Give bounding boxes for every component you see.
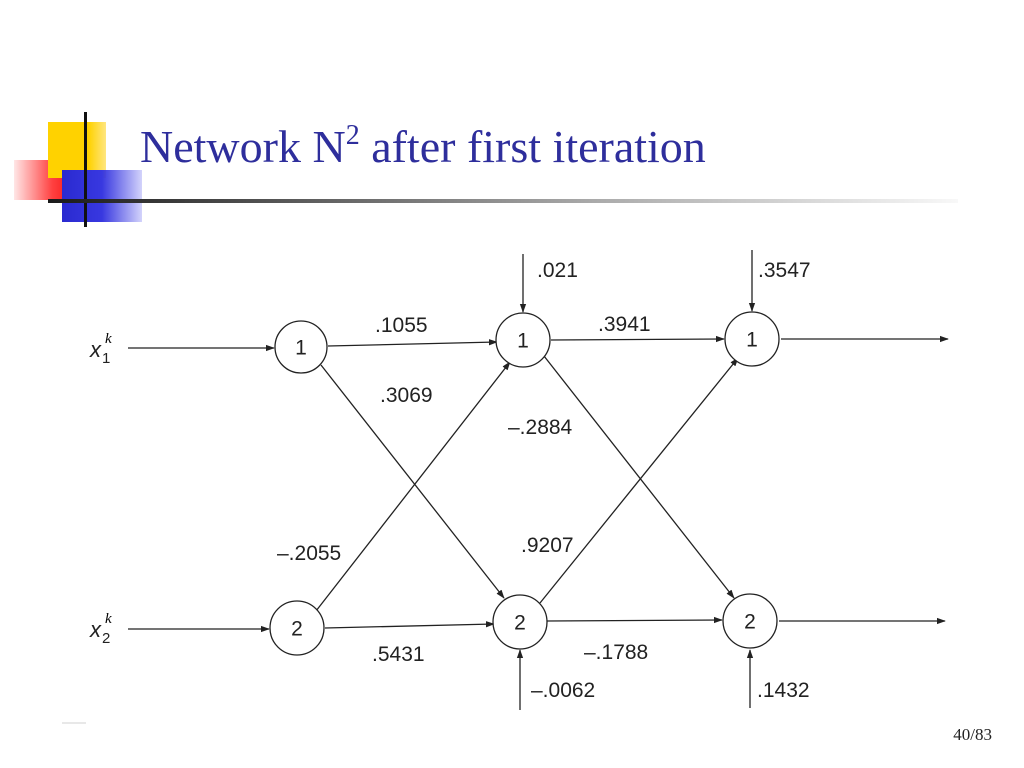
bias-l3-1: .3547 xyxy=(758,259,811,282)
weight-l3-w11: .3941 xyxy=(598,313,651,336)
edge-l2n1-l3n1 xyxy=(550,335,725,343)
node-l2-2 xyxy=(492,594,548,650)
node-l3-1-label: 1 xyxy=(746,329,758,352)
title-rest: after first iteration xyxy=(359,121,706,172)
node-l3-2-label: 2 xyxy=(744,611,756,634)
input-2-symbol: x xyxy=(89,617,102,642)
input-1-label: x1 xyxy=(89,337,110,367)
node-l1-2-label: 2 xyxy=(291,618,303,641)
edge-l2n1-l3n2 xyxy=(543,355,735,599)
slide-title: Network N2 after first iteration xyxy=(140,121,706,172)
input-2-subscript: 2 xyxy=(102,630,110,647)
weight-l2-w12: .3069 xyxy=(380,384,433,407)
decorative-blue-block xyxy=(62,170,142,222)
node-l2-1-label: 1 xyxy=(517,330,529,353)
edge-l1n2-l2n1 xyxy=(315,361,511,612)
node-l3-1 xyxy=(724,311,780,367)
decorative-yellow-block xyxy=(48,122,106,178)
title-main: Network N xyxy=(140,121,346,172)
input-1-subscript: 1 xyxy=(102,350,110,367)
weight-l2-w11: .1055 xyxy=(375,314,428,337)
title-superscript: 2 xyxy=(345,120,360,151)
input-2-superscript: k xyxy=(105,611,112,627)
edge-l1n2-l2n2 xyxy=(324,621,495,629)
input-1-superscript: k xyxy=(105,331,112,347)
weight-l2-w21: –.2055 xyxy=(277,542,341,565)
title-underline xyxy=(48,199,958,203)
weight-l3-w22: –.1788 xyxy=(584,641,648,664)
node-l1-2 xyxy=(269,600,325,656)
node-l2-1 xyxy=(495,312,551,368)
node-l1-1-label: 1 xyxy=(295,337,307,360)
page-number: 40/83 xyxy=(953,725,992,744)
edge-l1n1-l2n2 xyxy=(320,364,505,599)
bias-l2-1: .021 xyxy=(537,259,578,282)
node-l2-2-label: 2 xyxy=(514,612,526,635)
edge-l1n1-l2n1 xyxy=(327,339,498,347)
input-1-symbol: x xyxy=(89,337,102,362)
bias-l3-2: .1432 xyxy=(757,679,810,702)
weight-l2-w22: .5431 xyxy=(372,643,425,666)
node-l1-1 xyxy=(274,320,328,374)
bias-l2-2: –.0062 xyxy=(531,679,595,702)
weight-l3-w12: –.2884 xyxy=(508,416,573,439)
decorative-vertical-line xyxy=(84,112,87,227)
weight-l3-w21: .9207 xyxy=(521,534,574,557)
footer-mark xyxy=(62,722,86,724)
edge-l2n2-l3n1 xyxy=(539,357,739,604)
edge-l2n2-l3n2 xyxy=(546,616,723,624)
node-l3-2 xyxy=(722,593,778,649)
input-2-label: x2 xyxy=(89,617,110,647)
